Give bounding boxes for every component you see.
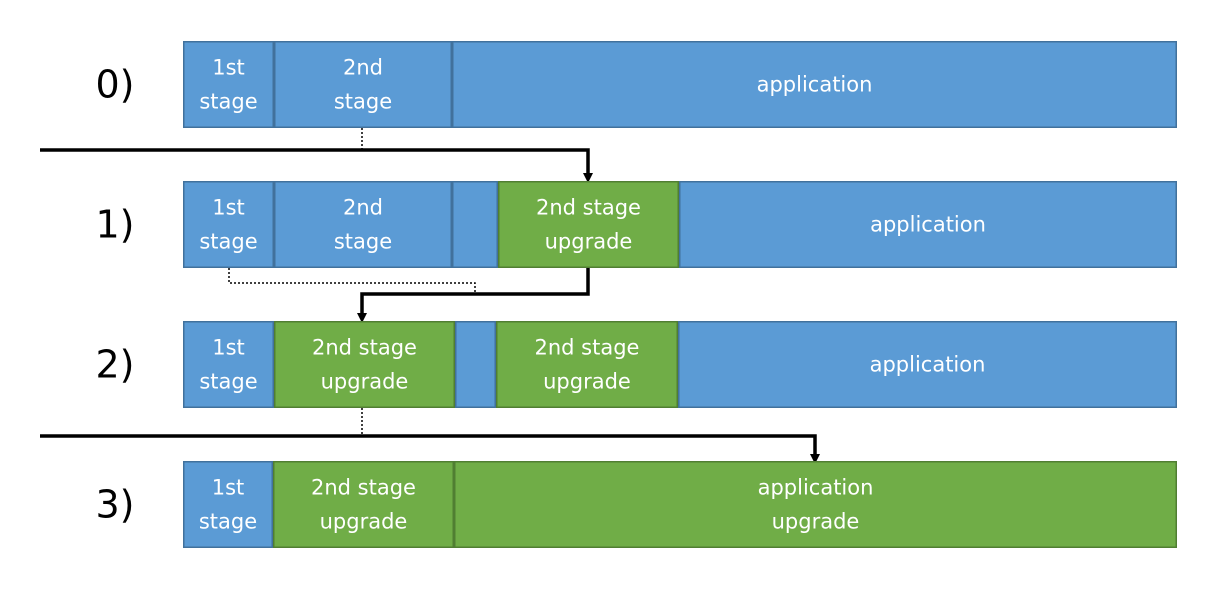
segment-application [452,41,1177,128]
row-2: 2) 1st stage 2nd stage upgrade 2nd stage upgra… [95,321,1177,408]
segment-label: 1st [212,56,245,80]
segment-label: 2nd stage [535,336,640,360]
segment-2nd-stage-upgrade [496,321,678,408]
segment-2nd-stage-upgrade [498,181,679,268]
segment-label: stage [334,90,392,114]
connector-2-to-3-arrow [40,434,820,464]
segment-label: stage [199,230,257,254]
row-3: 3) 1st stage 2nd stage upgrade application upg… [95,461,1177,548]
segment-label: upgrade [543,370,631,394]
step-label: 0) [95,63,134,107]
connector-0-to-1-arrow [40,148,593,183]
segment-label: upgrade [321,370,409,394]
step-label: 1) [95,203,134,247]
segment-label: 2nd [343,196,383,220]
segment-label: stage [199,510,257,534]
connectors [40,128,820,464]
segment-label: 1st [212,476,245,500]
segment-label: stage [334,230,392,254]
segment-label: application [870,353,986,377]
segment-label: 2nd stage [311,476,416,500]
segment-application-upgrade [454,461,1177,548]
segment-label: upgrade [545,230,633,254]
connector-1-dotted-path [228,268,476,294]
row-0: 0) 1st stage 2nd stage application [95,41,1177,128]
step-label: 3) [95,483,134,527]
step-label: 2) [95,343,134,387]
segment-application [678,321,1177,408]
segment-1st-stage [183,321,274,408]
segment-label: 1st [212,336,245,360]
segment-2nd-stage-upgrade [273,461,454,548]
segment-1st-stage [183,41,274,128]
segment-free-space [455,321,496,408]
segment-free-space [452,181,498,268]
segment-application [679,181,1177,268]
segment-2nd-stage [274,181,452,268]
segment-label: 2nd stage [312,336,417,360]
row-1: 1) 1st stage 2nd stage 2nd stage upgrade applic… [95,181,1177,268]
segment-label: application [870,213,986,237]
segment-label: application [758,476,874,500]
segment-2nd-stage-upgrade [274,321,455,408]
segment-1st-stage [183,181,274,268]
connector-1-to-2-arrow [357,268,590,323]
segment-2nd-stage [274,41,452,128]
segment-label: 2nd [343,56,383,80]
segment-label: upgrade [772,510,860,534]
segment-label: 1st [212,196,245,220]
segment-label: 2nd stage [536,196,641,220]
segment-label: stage [199,90,257,114]
segment-label: upgrade [320,510,408,534]
rows-layer: 0)1ststage2ndstageapplication1)1ststage2… [95,41,1177,548]
segment-label: stage [199,370,257,394]
segment-label: application [757,73,873,97]
segment-1st-stage [183,461,273,548]
